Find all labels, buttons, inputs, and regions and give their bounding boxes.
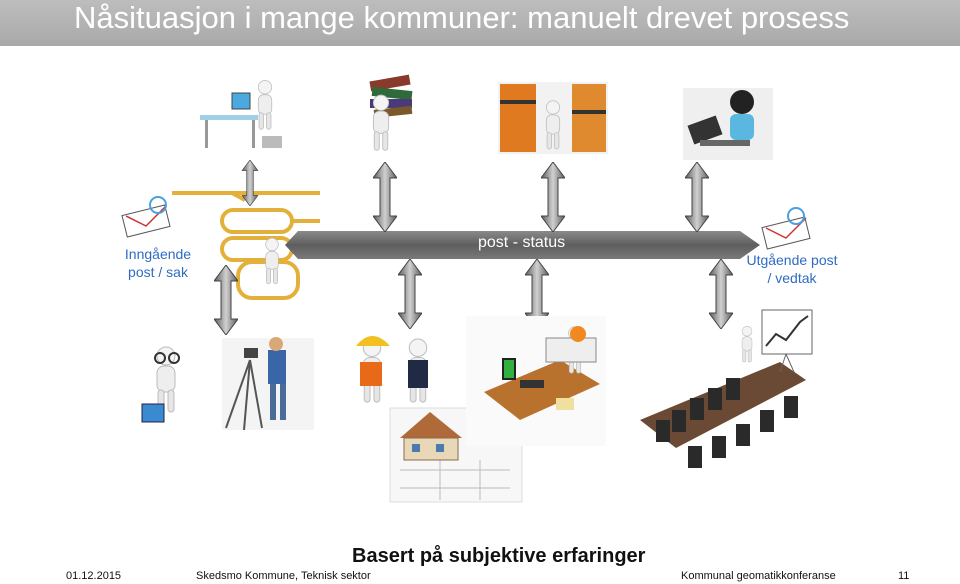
meeting-room-illustration — [640, 309, 813, 468]
arrow-up-1 — [241, 160, 259, 206]
page-number: 11 — [898, 570, 910, 582]
binders-illustration — [498, 82, 608, 154]
incoming-mail-icon — [121, 196, 171, 238]
carrying-books-illustration — [369, 74, 413, 151]
arrow-up-2 — [373, 162, 397, 232]
outgoing-mail-icon — [761, 207, 811, 250]
slide-title: Nåsituasjon i mange kommuner: manuelt dr… — [74, 0, 850, 35]
arrow-up-4 — [685, 162, 709, 232]
arrow-down-2 — [398, 259, 422, 329]
title-bar — [0, 0, 960, 46]
footer-event: Kommunal geomatikkonferanse — [681, 570, 836, 582]
subjective-note: Basert på subjektive erfaringer — [352, 545, 646, 567]
outgoing-mail-label: Utgående post / vedtak — [738, 251, 846, 287]
incoming-mail-label: Inngående post / sak — [112, 245, 204, 281]
incoming-label-line2: post / sak — [128, 264, 188, 280]
maze-person-illustration — [265, 237, 279, 285]
arrow-up-3 — [541, 162, 565, 232]
footer-date: 01.12.2015 — [66, 570, 122, 582]
outgoing-label-line1: Utgående post — [746, 252, 838, 268]
banner-label: post - status — [478, 234, 566, 251]
arrow-down-4 — [709, 259, 733, 329]
glasses-briefcase-illustration — [141, 346, 180, 423]
status-banner — [285, 231, 760, 259]
footer-author: Skedsmo Kommune, Teknisk sektor — [196, 570, 371, 582]
office-desk-illustration — [466, 316, 606, 446]
desk-computer-illustration — [200, 80, 282, 148]
woman-laptop-illustration — [683, 88, 773, 160]
surveyor-illustration — [222, 337, 314, 431]
builders-illustration — [356, 336, 428, 403]
outgoing-label-line2: / vedtak — [767, 270, 817, 286]
incoming-label-line1: Inngående — [124, 246, 192, 262]
arrow-down-1 — [214, 265, 238, 335]
